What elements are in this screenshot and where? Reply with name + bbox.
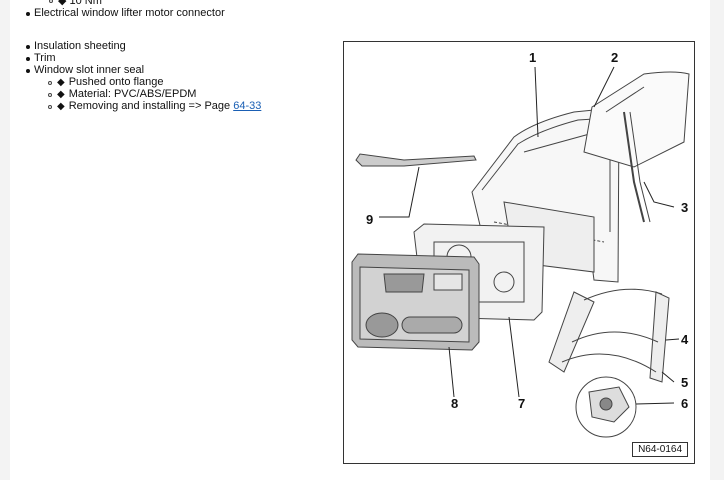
figure-reference: N64-0164 [632,442,688,457]
list-item: Insulation sheeting [34,40,126,52]
trim-panel [351,253,480,351]
bullet [26,12,30,16]
list-item: Electrical window lifter motor connector [34,7,225,19]
exploded-diagram: 1 2 3 4 5 6 7 8 9 N64-0164 [343,41,695,464]
window-glass [583,71,690,168]
callout-3: 3 [681,200,689,215]
sub-bullet [48,93,52,97]
cut-list-item: ◆ 10 Nm [58,0,102,7]
callout-7: 7 [518,396,526,411]
leader-lines [379,66,680,405]
sub-bullet [48,105,52,109]
bullet [26,45,30,49]
lifter-motor [575,376,637,438]
callout-1: 1 [529,50,537,65]
bullet [26,69,30,73]
window-channel-edge [629,111,651,223]
callout-5: 5 [681,375,689,390]
callout-6: 6 [681,396,689,411]
list-item: Trim [34,52,56,64]
callout-8: 8 [451,396,459,411]
sub-bullet [49,0,53,3]
diamond-icon: ◆ [57,89,65,100]
removal-text: Removing and installing => Page [68,100,234,112]
sub-bullet [48,81,52,85]
window-channel [623,111,645,223]
bullet [26,57,30,61]
diamond-icon: ◆ [57,101,65,112]
sub-list-item: ◆Material: PVC/ABS/EPDM [57,88,196,101]
door-diagram-svg [351,66,690,438]
window-slot-seal [355,153,477,167]
callout-4: 4 [681,332,689,347]
page-link[interactable]: 64-33 [233,100,262,112]
diamond-icon: ◆ [57,77,65,88]
callout-2: 2 [611,50,619,65]
sub-list-item: ◆Removing and installing => Page 64-33 [57,100,261,113]
list-item: Window slot inner seal [34,64,145,76]
sub-list-item: ◆Pushed onto flange [57,76,164,89]
sub-item-text: Pushed onto flange [68,76,164,88]
window-lifter [548,288,670,383]
callout-9: 9 [366,212,374,227]
sub-item-text: Material: PVC/ABS/EPDM [68,88,197,100]
